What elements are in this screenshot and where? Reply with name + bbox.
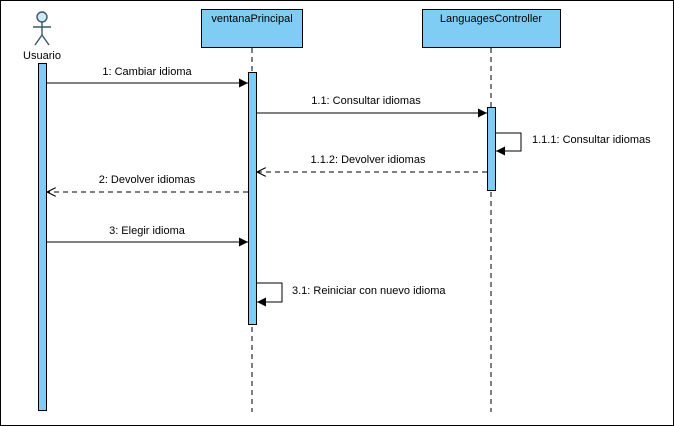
message-self-consultar-idiomas[interactable]: 1.1.1: Consultar idiomas bbox=[496, 132, 651, 156]
message-elegir-idioma[interactable]: 3: Elegir idioma bbox=[47, 225, 248, 247]
message-label: 3: Elegir idioma bbox=[109, 225, 186, 237]
activation-usuario bbox=[38, 63, 47, 411]
actor-stick-figure-icon bbox=[33, 11, 51, 46]
activation-languages-controller bbox=[487, 107, 496, 191]
message-self-reiniciar-idioma[interactable]: 3.1: Reiniciar con nuevo idioma bbox=[257, 282, 446, 307]
message-label: 2: Devolver idiomas bbox=[99, 174, 196, 186]
lifeline-head-languages-controller[interactable]: LanguagesController bbox=[422, 9, 561, 48]
message-return-devolver-idiomas-usuario[interactable]: 2: Devolver idiomas bbox=[47, 174, 248, 192]
message-cambiar-idioma[interactable]: 1: Cambiar idioma bbox=[47, 66, 248, 88]
activation-ventana-principal bbox=[248, 72, 257, 325]
message-return-devolver-idiomas-controller[interactable]: 1.1.2: Devolver idiomas bbox=[257, 154, 487, 172]
message-label: 1.1.1: Consultar idiomas bbox=[532, 134, 651, 146]
message-label: 1.1.2: Devolver idiomas bbox=[311, 154, 426, 166]
lifeline-label-ventana-principal: ventanaPrincipal bbox=[211, 13, 292, 25]
lifeline-label-languages-controller: LanguagesController bbox=[440, 13, 542, 25]
lifeline-head-ventana-principal[interactable]: ventanaPrincipal bbox=[201, 9, 303, 48]
message-label: 1.1: Consultar idiomas bbox=[311, 95, 421, 107]
actor-usuario[interactable]: Usuario bbox=[23, 11, 61, 62]
message-label: 3.1: Reiniciar con nuevo idioma bbox=[292, 285, 446, 297]
message-label: 1: Cambiar idioma bbox=[102, 66, 192, 78]
actor-label: Usuario bbox=[23, 50, 61, 62]
message-consultar-idiomas[interactable]: 1.1: Consultar idiomas bbox=[257, 95, 487, 118]
